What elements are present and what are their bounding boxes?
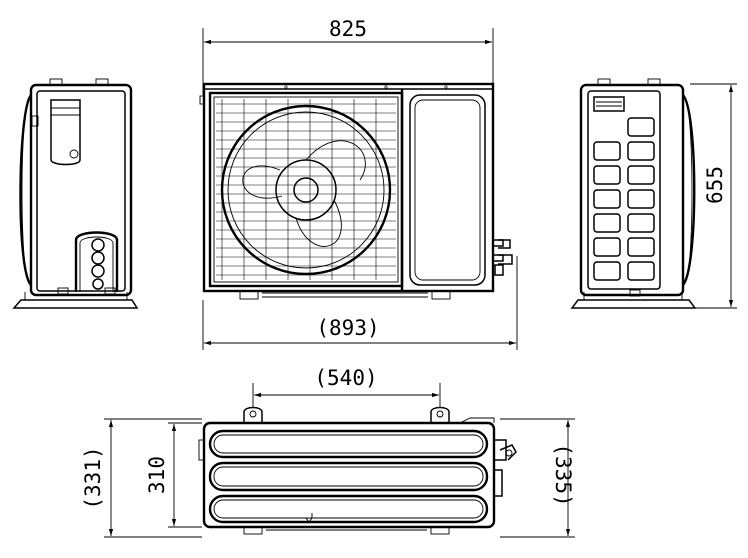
vent-slot: [593, 237, 621, 257]
dim-text-331: (331): [81, 446, 105, 509]
dimension-893: (893): [202, 256, 518, 350]
vent-slot: [627, 237, 655, 257]
front-view: [199, 82, 513, 300]
vent-slot: [593, 189, 621, 209]
vent-slot: [593, 261, 621, 281]
dimension-825: 825: [202, 17, 494, 95]
dimension-310: 310: [145, 422, 202, 528]
vent-slot: [627, 141, 655, 161]
dimension-331: (331): [81, 418, 202, 538]
vent-slot: [593, 141, 621, 161]
dim-text-825: 825: [329, 17, 367, 41]
vent-slot: [627, 165, 655, 185]
dimension-540: (540): [252, 366, 441, 408]
right-side-view: [570, 78, 697, 309]
vent-slot: [593, 213, 621, 233]
left-side-view: [12, 78, 139, 309]
vent-slot: [627, 189, 655, 209]
dim-text-655: 655: [703, 166, 727, 204]
fan-grille: [216, 99, 396, 280]
dim-text-335: (335): [551, 443, 575, 506]
vent-slot: [627, 261, 655, 281]
side-vent-slots: [593, 117, 655, 281]
top-view: [198, 406, 517, 535]
dimension-335: (335): [500, 418, 575, 538]
dim-text-310: 310: [145, 456, 169, 494]
vent-slot: [627, 117, 655, 137]
dim-text-540: (540): [314, 366, 377, 390]
vent-slot: [593, 165, 621, 185]
dim-text-893: (893): [316, 316, 379, 340]
dimension-655: 655: [690, 83, 737, 309]
vent-slot: [627, 213, 655, 233]
